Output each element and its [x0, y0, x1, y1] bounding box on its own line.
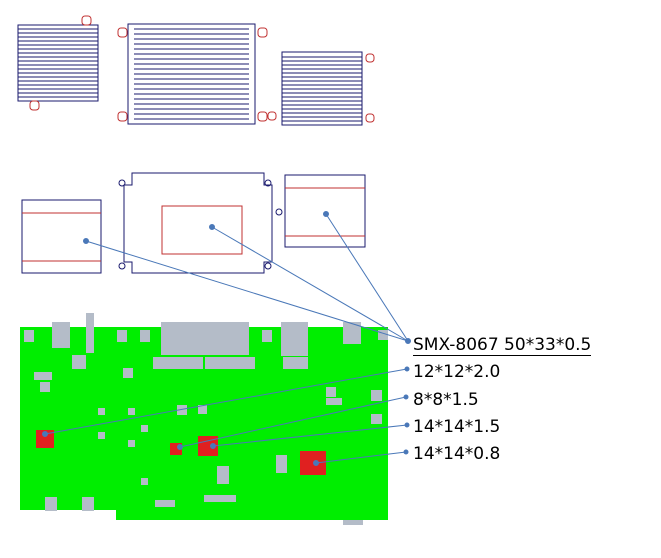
pad-spec-label-1: 12*12*2.0	[413, 362, 501, 382]
heatsink-top-view-right	[281, 51, 363, 126]
heatsink-side-view-right	[275, 174, 366, 248]
heatsink-top-view-left	[17, 24, 99, 102]
pcb-board	[20, 313, 388, 525]
heatsink-spec-label: SMX-8067 50*33*0.5	[413, 335, 592, 356]
pad-spec-label-2: 8*8*1.5	[413, 390, 479, 410]
mounting-holes-top	[29, 15, 375, 123]
pad-spec-label-3: 14*14*1.5	[413, 417, 501, 437]
pcb-components	[24, 313, 388, 525]
leader-lines	[42, 211, 411, 466]
pad-spec-label-4: 14*14*0.8	[413, 444, 501, 464]
heatsink-bottom-view-center	[118, 172, 273, 274]
heatsink-top-view-center	[127, 23, 256, 125]
thermal-pads	[36, 430, 326, 475]
heatsink-side-view-left	[21, 199, 102, 274]
